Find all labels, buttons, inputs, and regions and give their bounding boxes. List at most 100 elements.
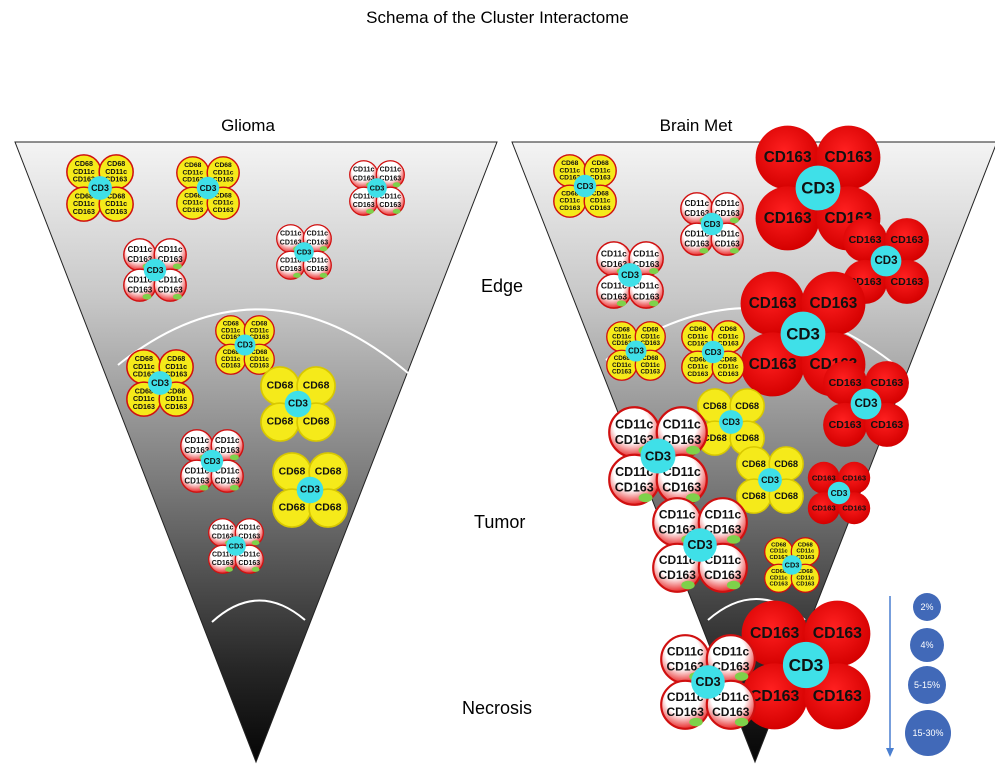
cell-marker-label: CD11c	[667, 690, 704, 704]
cell-marker-label: CD3	[628, 347, 644, 356]
cell-nucleus-dot	[229, 454, 239, 461]
cell-marker-label: CD11c	[685, 199, 710, 208]
legend-arrow-head	[886, 748, 894, 757]
cell-marker-label: CD163	[182, 207, 203, 214]
zone-label-necrosis: Necrosis	[462, 698, 533, 718]
cell-marker-label: CD163	[684, 240, 709, 249]
cell-marker-label: CD68	[279, 503, 306, 514]
cell-marker-label: CD68	[703, 433, 727, 443]
cell-nucleus-dot	[172, 263, 182, 270]
cell-marker-label: CD163	[182, 177, 203, 184]
cell-marker-label: CD163	[184, 477, 209, 486]
cell-marker-label: CD163	[813, 688, 862, 705]
cell-marker-label: CD11c	[633, 248, 659, 258]
cell-circle	[573, 174, 597, 198]
cell-marker-label: CD163	[633, 291, 660, 301]
cell-marker-label: CD3	[200, 183, 217, 193]
cell-marker-label: CD163	[704, 522, 742, 536]
cell-marker-label: CD11c	[221, 356, 241, 363]
cell-marker-label: CD68	[689, 326, 706, 333]
cell-marker-label: CD68	[742, 459, 766, 469]
cell-marker-label: CD163	[590, 205, 611, 212]
cell-marker-label: CD68	[279, 466, 306, 477]
cell-marker-label: CD163	[662, 480, 701, 494]
cell-nucleus-dot	[392, 182, 401, 188]
cell-circle	[701, 340, 725, 364]
cell-circle	[640, 438, 676, 474]
cell-marker-label: CD11c	[712, 690, 749, 704]
cell-circle	[296, 476, 324, 504]
cell-marker-label: CD11c	[183, 200, 204, 207]
cell-circle	[143, 258, 167, 282]
cell-marker-label: CD163	[165, 371, 187, 379]
cell-marker-label: CD11c	[633, 281, 659, 291]
cell-marker-label: CD11c	[612, 362, 632, 369]
cell-marker-label: CD11c	[796, 549, 815, 555]
cell-marker-label: CD11c	[280, 231, 302, 238]
cell-marker-label: CD3	[621, 270, 639, 280]
cell-marker-label: CD3	[705, 347, 722, 357]
cell-marker-label: CD163	[715, 240, 740, 249]
cell-marker-label: CD3	[786, 325, 820, 344]
cell-marker-label: CD11c	[704, 553, 741, 567]
cell-marker-label: CD11c	[215, 436, 240, 445]
cell-marker-label: CD163	[280, 239, 302, 246]
cell-marker-label: CD163	[849, 234, 882, 246]
cell-marker-label: CD11c	[250, 327, 270, 334]
cell-marker-label: CD163	[215, 446, 240, 455]
cell-marker-label: CD11c	[213, 200, 234, 207]
cell-marker-label: CD11c	[307, 231, 329, 238]
cell-marker-label: CD163	[749, 295, 797, 312]
cell-marker-label: CD163	[796, 582, 815, 588]
cell-marker-label: CD163	[640, 369, 660, 376]
cell-marker-label: CD3	[297, 248, 312, 257]
cell-marker-label: CD3	[761, 475, 779, 485]
legend-bubble-2	[913, 593, 941, 621]
cell-marker-label: CD68	[107, 160, 125, 168]
zone-label-edge: Edge	[481, 276, 524, 296]
cell-circle	[196, 176, 220, 200]
cell-marker-label: CD163	[158, 255, 183, 264]
cell-marker-label: CD163	[640, 340, 660, 347]
cell-marker-label: CD11c	[712, 645, 749, 659]
cell-marker-label: CD163	[712, 659, 750, 673]
cell-nucleus-dot	[734, 717, 749, 727]
cell-nucleus-dot	[392, 208, 401, 214]
cell-marker-label: CD11c	[128, 245, 153, 254]
cell-circle	[700, 212, 724, 236]
cell-marker-label: CD11c	[659, 508, 696, 522]
cell-marker-label: CD11c	[380, 167, 402, 174]
cell-marker-label: CD163	[764, 210, 812, 227]
cell-marker-label: CD68	[614, 327, 631, 334]
cell-circle	[758, 468, 782, 492]
cell-marker-label: CD3	[831, 488, 848, 498]
cell-nucleus-dot	[699, 247, 709, 254]
cell-marker-label: CD68	[135, 355, 153, 363]
cell-marker-label: CD11c	[641, 333, 661, 340]
cell-circle	[294, 242, 314, 262]
cell-marker-label: CD68	[592, 160, 609, 167]
cell-marker-label: CD11c	[796, 575, 815, 581]
cell-nucleus-dot	[681, 580, 695, 590]
cell-nucleus-dot	[251, 540, 260, 546]
cell-marker-label: CD163	[559, 205, 580, 212]
cell-marker-label: CD163	[687, 371, 708, 378]
cell-marker-label: CD11c	[612, 333, 632, 340]
cell-circle	[234, 334, 256, 356]
cell-marker-label: CD11c	[718, 333, 739, 340]
cell-marker-label: CD68	[184, 162, 201, 169]
legend-label-15-30: 15-30%	[912, 728, 943, 738]
cell-marker-label: CD163	[353, 202, 375, 209]
cell-marker-label: CD163	[809, 295, 857, 312]
cell-marker-label: CD163	[127, 286, 152, 295]
cell-marker-label: CD68	[75, 160, 93, 168]
cell-marker-label: CD11c	[718, 364, 739, 371]
cell-marker-label: CD163	[601, 291, 628, 301]
cell-marker-label: CD163	[659, 568, 697, 582]
cell-marker-label: CD68	[735, 401, 759, 411]
cell-circle	[625, 340, 647, 362]
cell-marker-label: CD11c	[641, 362, 661, 369]
cell-marker-label: CD3	[704, 219, 721, 229]
cell-marker-label: CD11c	[133, 363, 155, 371]
cell-marker-label: CD3	[147, 265, 164, 275]
